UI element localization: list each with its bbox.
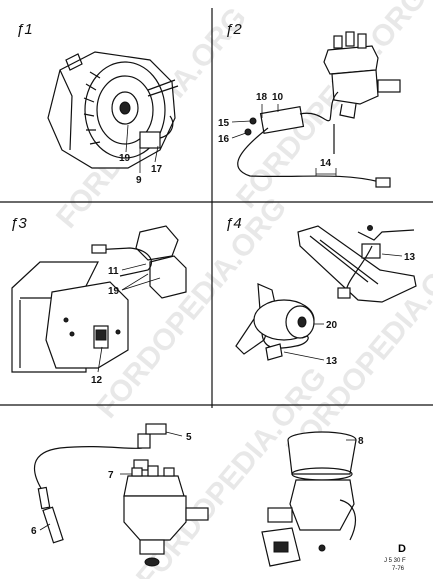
panel-1: ƒ1 19 9 17 (16, 21, 179, 186)
bracket-illustration (297, 225, 417, 303)
callout-label: 6 (31, 526, 37, 537)
callouts-panel-1: 19 9 17 (119, 124, 163, 186)
callout-label: 8 (358, 436, 364, 447)
reference-block: D J 5 30 F 7-76 (384, 543, 406, 572)
alternator-illustration (47, 51, 179, 169)
panel-5: 5 7 6 8 (31, 423, 364, 567)
panel-4-id: ƒ4 (225, 215, 242, 232)
callout-label: 7 (108, 470, 114, 481)
callouts-panel-2: 18 10 15 16 14 (218, 92, 337, 176)
suppressor-illustration (237, 105, 391, 188)
callouts-panel-4: 13 20 13 (283, 252, 416, 367)
panel-2: ƒ2 18 10 15 16 (218, 21, 401, 188)
distributor-low-illustration (123, 459, 209, 567)
callout-label: 17 (151, 164, 163, 175)
callout-label: 5 (186, 432, 192, 443)
callout-label: 18 (256, 92, 268, 103)
suppression-lead-illustration (34, 423, 167, 544)
callout-label: 15 (218, 118, 230, 129)
distributor-illustration (323, 31, 401, 121)
panel-3: ƒ3 11 19 12 (10, 215, 187, 386)
panel-2-id: ƒ2 (225, 21, 242, 38)
panel-grid (0, 8, 433, 408)
distributor-cap-illustration (91, 225, 187, 299)
callout-label: 16 (218, 134, 230, 145)
shield-distributor-illustration (261, 431, 357, 567)
callout-label: 13 (326, 356, 338, 367)
callout-label: 11 (108, 266, 119, 277)
reference-logo: D (398, 543, 406, 555)
callout-label: 9 (136, 175, 142, 186)
panel-3-id: ƒ3 (10, 215, 27, 232)
callout-label: 12 (91, 375, 103, 386)
callout-label: 10 (272, 92, 284, 103)
battery-tray-illustration (11, 261, 129, 373)
callout-label: 13 (404, 252, 416, 263)
callout-label: 19 (108, 286, 120, 297)
callout-label: 19 (119, 153, 131, 164)
callouts-panel-3: 11 19 12 (91, 263, 161, 386)
panel-1-id: ƒ1 (16, 21, 33, 38)
callouts-panel-5: 5 7 6 8 (31, 431, 364, 537)
callout-label: 20 (326, 320, 338, 331)
blower-motor-illustration (235, 283, 315, 361)
reference-date: 7-76 (392, 566, 405, 572)
reference-code: J 5 30 F (384, 558, 406, 564)
callout-label: 14 (320, 158, 332, 169)
panel-4: ƒ4 13 20 13 (225, 215, 417, 367)
